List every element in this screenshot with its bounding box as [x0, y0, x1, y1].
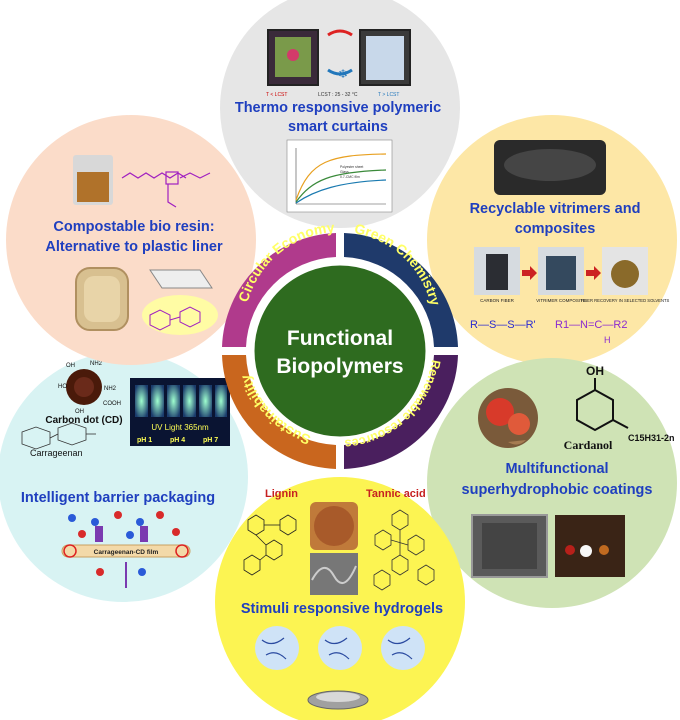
- barrier-title: Intelligent barrier packaging: [21, 490, 215, 506]
- legend-1: Glass: [340, 170, 349, 174]
- chem-chain: C15H31-2n: [628, 433, 675, 443]
- svg-text:NH2: NH2: [104, 386, 117, 392]
- label-tannic: Tannic acid: [366, 488, 426, 500]
- svg-text:OH: OH: [75, 409, 84, 415]
- satellite-thermo: ❄ T < LCST LCST : 25 - 32 °C T > LCST Th…: [220, 0, 460, 228]
- legend-2: 0.7-CMC film: [340, 175, 360, 179]
- center-title-line1: Functional: [287, 327, 393, 350]
- thermo-title-line1: Thermo responsive polymeric: [235, 100, 441, 116]
- ph-label-1: pH 1: [137, 437, 152, 444]
- ring-segment-sustainability: [222, 355, 336, 469]
- hydrogels-title: Stimuli responsive hydrogels: [241, 601, 443, 617]
- carrageenan-cd-film: [61, 544, 191, 558]
- caption-low: T < LCST: [266, 92, 287, 98]
- lignin-structure-icon: [243, 514, 297, 576]
- svg-text:COOH: COOH: [103, 401, 121, 407]
- satellite-vitrimers: Recyclable vitrimers and composites CARB…: [427, 115, 677, 365]
- satellite-vitrimers-circle: [427, 115, 677, 365]
- thermo-plot: [286, 139, 393, 213]
- coated-sheet-icon: [149, 269, 213, 289]
- svg-text:HO: HO: [58, 384, 67, 390]
- hydrogel-sem-photo: [310, 553, 358, 595]
- superhydro-title-line2: superhydrophobic coatings: [462, 482, 653, 498]
- uv-light-label: UV Light 365nm: [151, 423, 209, 432]
- superhydro-title-line1: Multifunctional: [505, 461, 608, 477]
- hydrogel-network-1: [255, 626, 299, 670]
- film-label: Carrageenan-CD film: [94, 549, 159, 556]
- barrier-molecules-icon: [68, 511, 180, 539]
- water-droplets-photo: [555, 515, 625, 577]
- legend-0: Polyester sheet: [340, 165, 363, 169]
- satellite-superhydrophobic: OH C15H31-2n Cardanol Multifunctional su…: [427, 358, 677, 608]
- carrageenan-label: Carrageenan: [30, 448, 83, 458]
- caption-fiber-recovery: FIBER RECOVERY IN SELECTED SOLVENTS: [581, 298, 670, 303]
- ring-segment-renewable-resources: [344, 355, 458, 469]
- label-lignin: Lignin: [265, 488, 298, 500]
- tannic-structure-icon: [373, 509, 435, 591]
- ring-segment-green-chemistry: [344, 233, 458, 347]
- center-title-line2: Biopolymers: [276, 355, 403, 378]
- caption-vitrimer: VITRIMER COMPOSITE: [536, 298, 586, 303]
- thermo-title-line2: smart curtains: [288, 119, 388, 135]
- svg-text:OH: OH: [66, 363, 75, 369]
- caption-carbon-fiber: CARBON FIBER: [480, 298, 515, 303]
- chem-oh: OH: [586, 364, 604, 378]
- blocked-icon-left: [63, 544, 77, 558]
- thermo-cycle-arrows-icon: [327, 29, 353, 37]
- central-ring: Circular Economy Green Chemistry Renewab…: [222, 219, 458, 469]
- cardanol-structure-icon: [576, 378, 629, 432]
- vitrimers-title-line2: composites: [515, 221, 596, 237]
- formula-disulfide: R—S—S—R': [470, 319, 536, 331]
- ph-label-7: pH 7: [203, 437, 218, 444]
- satellite-bioresin: Compostable bio resin: Alternative to pl…: [6, 115, 256, 365]
- uv-arrows-icon: [95, 526, 148, 542]
- bioresin-title-line1: Compostable bio resin:: [53, 219, 214, 235]
- resin-structure-icon: [121, 171, 211, 208]
- caption-high: T > LCST: [378, 92, 399, 98]
- formula-imine: R1—N=C—R2: [555, 319, 627, 331]
- blocked-icon-right: [175, 544, 189, 558]
- center-circle: [251, 262, 429, 440]
- bioresin-title-line2: Alternative to plastic liner: [45, 239, 223, 255]
- chem-label-cardanol: Cardanol: [564, 438, 613, 452]
- carrageenan-structure-icon: [21, 422, 96, 450]
- ring-segment-circular-economy: [222, 233, 336, 347]
- hydrogel-network-3: [381, 626, 425, 670]
- hydrogel-network-2: [318, 626, 362, 670]
- snowflake-icon: ❄: [338, 67, 348, 81]
- satellite-barrier: OH NH2 HO NH2 COOH OH Carbon dot (CD) Ca…: [0, 352, 248, 602]
- carbon-dot-label: Carbon dot (CD): [45, 415, 122, 426]
- formula-imine-h: H: [604, 335, 611, 345]
- svg-text:NH2: NH2: [90, 361, 103, 367]
- caption-mid: LCST : 25 - 32 °C: [318, 92, 358, 98]
- satellite-hydrogels: Lignin Tannic acid Stimuli responsive hy…: [215, 477, 465, 720]
- vitrimers-title-line1: Recyclable vitrimers and: [470, 201, 641, 217]
- ph-label-4: pH 4: [170, 437, 185, 444]
